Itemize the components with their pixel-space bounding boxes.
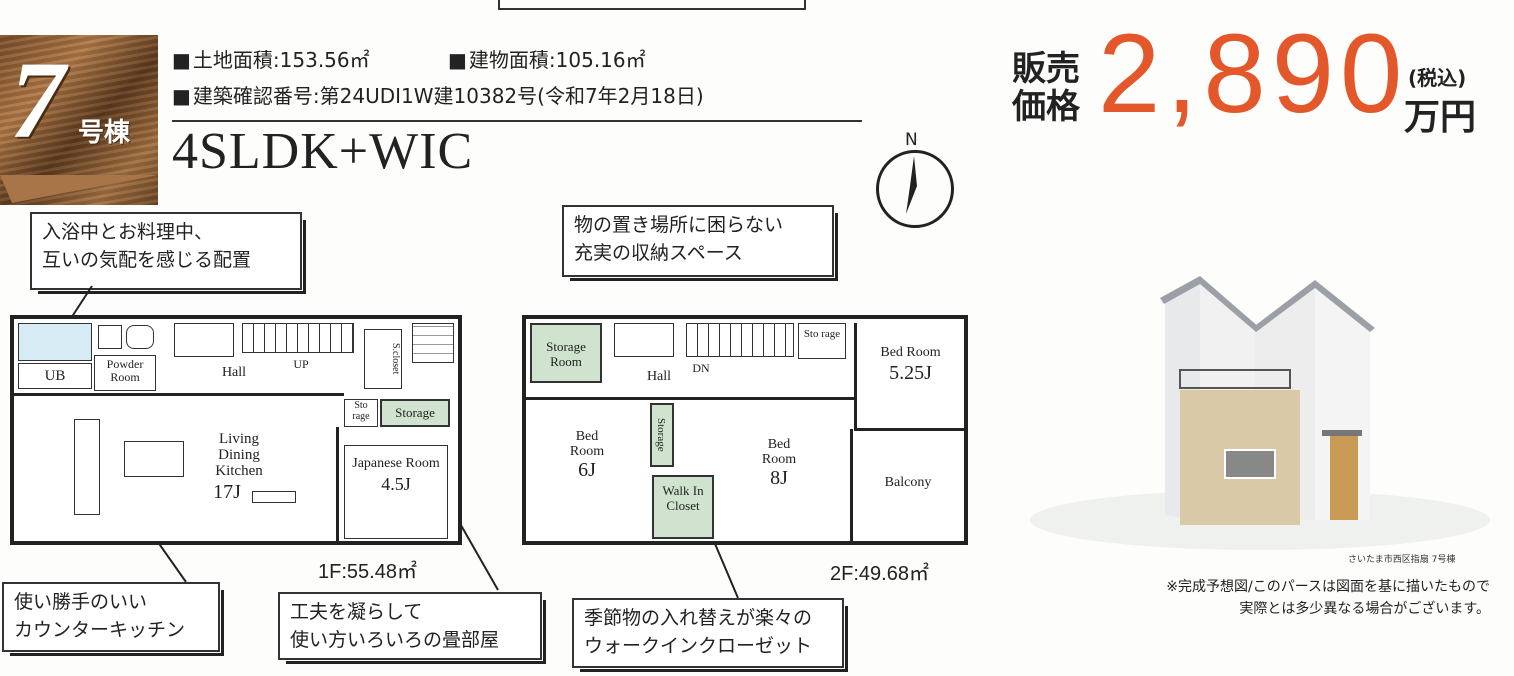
room-japanese-label: Japanese Room [352, 456, 440, 471]
room-hall-1f: Hall [221, 365, 247, 380]
staircase-2f [686, 323, 794, 357]
dining-table-icon [124, 441, 184, 477]
tax-note: (税込) [1408, 66, 1467, 90]
rendering-note: ※完成予想図/このパースは図面を基に描いたもので 実際とは多少異なる場合がござい… [1010, 576, 1490, 620]
wall-balcony [850, 429, 853, 541]
washer-icon [98, 325, 122, 349]
room-bed1-size: 5.25J [889, 362, 932, 384]
header-divider [172, 120, 862, 122]
room-wic: Walk In Closet [652, 475, 714, 539]
callout-bath: 入浴中とお料理中、 互いの気配を感じる配置 [30, 212, 306, 294]
room-bed1: Bed Room 5.25J [854, 323, 964, 431]
room-japanese-size: 4.5J [381, 474, 411, 494]
callout-kitchen: 使い勝手のいい カウンターキッチン [2, 582, 224, 656]
staircase-1f [242, 323, 354, 353]
room-bed2-label: Bed Room [569, 429, 605, 459]
callout-bath-line2: 互いの気配を感じる配置 [42, 249, 252, 271]
room-ldk-line1: Living [219, 431, 259, 447]
room-bed2: Bed Room 6J [532, 429, 642, 499]
entrance-tile [412, 323, 454, 363]
shoe-closet: S.closet [364, 329, 402, 389]
callout-wic-line1: 季節物の入れ替えが楽々の [584, 607, 813, 629]
stair-down-label: DN [692, 361, 710, 375]
floor2-area: 2F:49.68㎡ [830, 563, 929, 585]
rendering-caption: さいたま市西区指扇 7号棟 [1348, 555, 1456, 565]
callout-kitchen-line2: カウンターキッチン [14, 619, 186, 641]
top-frame [498, 0, 806, 10]
bathtub-icon [18, 323, 92, 361]
badge-ribbon [0, 175, 158, 203]
toilet-room [174, 323, 234, 357]
toilet-room-2f [614, 323, 674, 357]
building-number: 7 [10, 39, 65, 161]
price-label: 販売 価格 [1012, 50, 1088, 126]
callout-kitchen-line1: 使い勝手のいい [14, 591, 148, 613]
room-storage-narrow-2f: Storage [650, 403, 674, 467]
floor1-area: 1F:55.48㎡ [318, 561, 417, 583]
wall-japanese [336, 427, 339, 541]
callout-wic: 季節物の入れ替えが楽々の ウォークインクローゼット [572, 598, 848, 672]
confirmation-number: 建築確認番号:第24UDI1W建10382号(令和7年2月18日) [172, 80, 704, 109]
rendering-note-line1: ※完成予想図/このパースは図面を基に描いたもので [1166, 579, 1490, 595]
callout-storage-line1: 物の置き場所に困らない [574, 214, 784, 236]
floor-plan-2f: Storage Room Hall DN Sto rage Bed Room 5… [522, 315, 968, 545]
room-ldk-size: 17J [213, 481, 241, 503]
room-storage-1f: Storage [380, 399, 450, 427]
room-bed3: Bed Room 8J [736, 437, 822, 507]
callout-japanese-line2: 使い方いろいろの畳部屋 [290, 629, 500, 651]
room-bed3-label: Bed Room [761, 437, 797, 467]
kitchen-counter [74, 419, 100, 515]
stair-up-label: UP [293, 357, 309, 371]
room-ldk-line2: Dining [218, 447, 260, 463]
room-storage-small-1f: Sto rage [344, 399, 378, 427]
price-unit: 万円 [1404, 97, 1477, 138]
land-area: 土地面積:153.56㎡ [172, 44, 370, 73]
callout-storage-line2: 充実の収納スペース [574, 242, 743, 264]
room-storage-small-2f: Sto rage [798, 323, 846, 359]
callout-japanese-line1: 工夫を凝らして [290, 601, 423, 623]
room-storage-2f: Storage Room [530, 323, 602, 383]
compass-north-label: N [905, 130, 918, 150]
room-bed1-label: Bed Room [880, 345, 941, 360]
floor-plan-1f: UB Powder Room Hall UP S.closet Sto rage… [10, 315, 462, 545]
building-suffix: 号棟 [78, 118, 131, 148]
house-rendering [1030, 276, 1490, 550]
room-ub: UB [18, 363, 92, 389]
price-amount: 2,890 [1098, 11, 1409, 136]
price-label-line1: 販売 [1012, 49, 1080, 89]
callout-japanese: 工夫を凝らして 使い方いろいろの畳部屋 [278, 592, 546, 664]
room-ldk: Living Dining Kitchen [184, 431, 294, 489]
room-hall-2f: Hall [646, 369, 672, 384]
tv-stand-icon [252, 491, 296, 503]
building-area: 建物面積:105.16㎡ [448, 44, 646, 73]
rendering-note-line2: 実際とは多少異なる場合がございます。 [1239, 601, 1490, 617]
wall-2f [526, 397, 854, 400]
compass-icon [876, 150, 954, 228]
price-label-line2: 価格 [1012, 87, 1080, 127]
room-ldk-line3: Kitchen [215, 463, 263, 479]
callout-bath-line1: 入浴中とお料理中、 [42, 221, 214, 243]
sink-icon [126, 325, 154, 349]
room-bed2-size: 6J [578, 459, 596, 481]
room-bed3-size: 8J [770, 467, 788, 489]
layout-type: 4SLDK+WIC [172, 123, 474, 180]
callout-wic-line2: ウォークインクローゼット [584, 635, 813, 657]
room-powder: Powder Room [94, 355, 156, 391]
wall-1f [14, 393, 344, 396]
room-balcony: Balcony [884, 475, 932, 490]
room-japanese: Japanese Room 4.5J [344, 445, 448, 539]
callout-storage: 物の置き場所に困らない 充実の収納スペース [562, 205, 838, 281]
